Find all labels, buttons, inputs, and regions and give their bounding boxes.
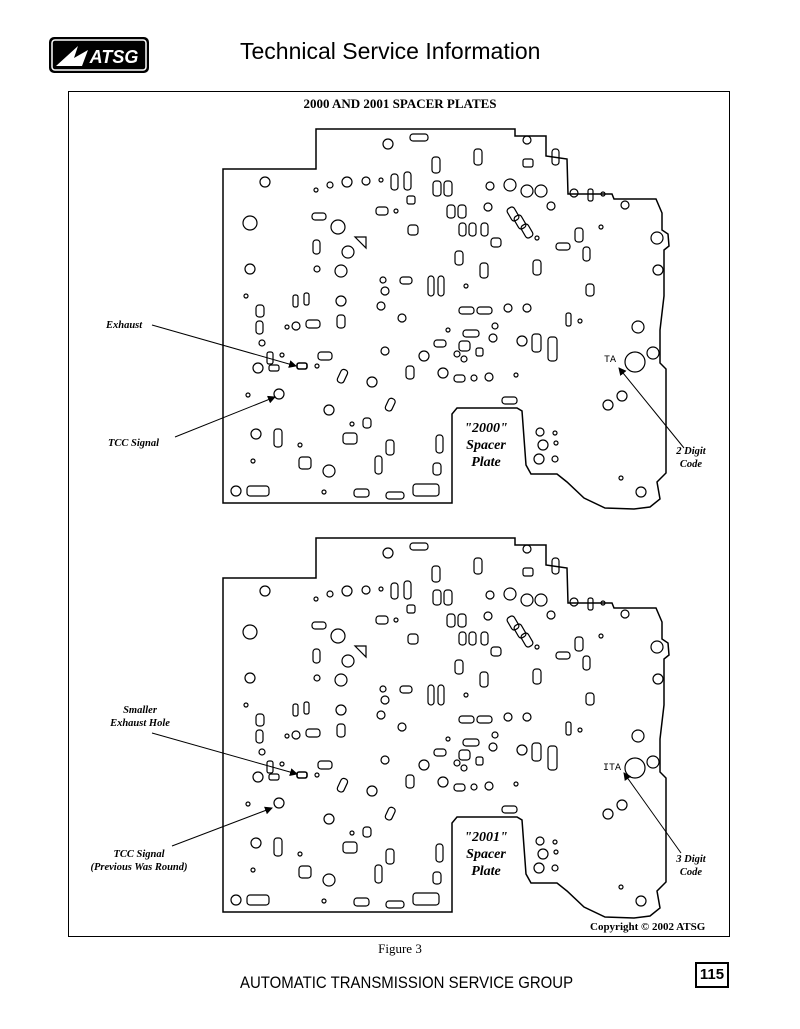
atsg-logo: ATSG xyxy=(49,37,149,73)
callout-2-digit-code: 2 Digit Code xyxy=(676,446,706,470)
figure-caption: Figure 3 xyxy=(378,941,422,956)
plate-code-2001: ITA xyxy=(603,763,622,774)
plate-name-2001: "2001" Spacer Plate xyxy=(464,830,508,879)
callout-3-digit-code: 3 Digit Code xyxy=(676,854,706,878)
logo-text: ATSG xyxy=(89,47,139,67)
callout-smaller-exhaust-hole: Smaller Exhaust Hole xyxy=(110,705,170,729)
checkmark-icon xyxy=(56,46,88,66)
page-number: 115 xyxy=(695,962,729,988)
plate-code-2000: TA xyxy=(604,355,617,366)
callout-arrows-2000 xyxy=(151,324,685,449)
callout-tcc-signal: TCC Signal xyxy=(108,438,160,449)
spacer-plate-2000 xyxy=(222,128,670,510)
figure-frame xyxy=(68,91,730,937)
callout-arrows-2001 xyxy=(151,732,682,854)
page-title: Technical Service Information xyxy=(240,38,541,64)
callout-tcc-signal-2001: TCC Signal (Previous Was Round) xyxy=(90,849,188,873)
spacer-plate-2001 xyxy=(222,537,670,919)
copyright: Copyright © 2002 ATSG xyxy=(590,921,706,933)
footer-org: AUTOMATIC TRANSMISSION SERVICE GROUP xyxy=(240,973,574,992)
callout-exhaust: Exhaust xyxy=(106,320,143,331)
figure-title: 2000 AND 2001 SPACER PLATES xyxy=(303,96,497,111)
plate-name-2000: "2000" Spacer Plate xyxy=(464,421,508,470)
